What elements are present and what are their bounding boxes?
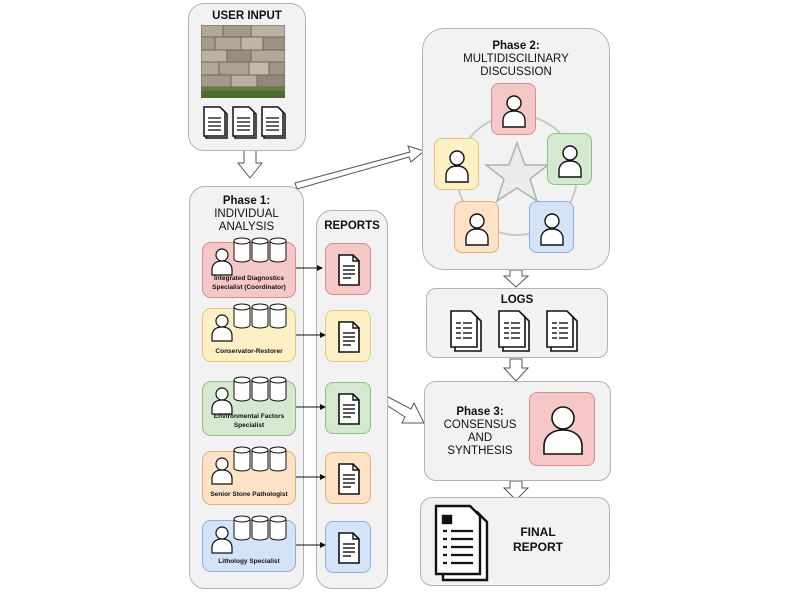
person-icon (502, 95, 526, 128)
report-card (325, 310, 371, 362)
stone-wall-image (201, 25, 285, 98)
phase3-title: Phase 3: CONSENSUS AND SYNTHESIS (443, 406, 517, 457)
database-icon (233, 515, 287, 541)
phase2-title: Phase 2: MULTIDISCILINARY DISCUSSION (463, 40, 569, 78)
discussion-agent-card (547, 133, 592, 185)
person-icon (445, 150, 469, 183)
document-icon (338, 532, 360, 564)
database-icon (233, 303, 287, 329)
person-icon (211, 387, 233, 415)
document-icon (338, 463, 360, 495)
person-icon (211, 314, 233, 342)
document-icon (338, 393, 360, 425)
phase3-panel: Phase 3: CONSENSUS AND SYNTHESIS (424, 381, 611, 481)
final-report-panel: FINAL REPORT (420, 497, 610, 586)
arrow-input-to-phase1 (236, 149, 264, 179)
database-icon (233, 237, 287, 263)
discussion-agent-card (434, 138, 479, 190)
role-card: Conservator-Restorer (202, 303, 296, 362)
role-label: Senior Stone Pathologist (210, 491, 288, 498)
role-label: Environmental Factors Specialist (213, 413, 285, 429)
report-card (325, 452, 371, 504)
arrow-phase3-to-final (502, 480, 530, 501)
role-label: Integrated Diagnostics Specialist (Coord… (212, 275, 286, 291)
arrow-logs-to-phase3 (502, 358, 530, 382)
person-icon (543, 406, 583, 455)
role-label: Lithology Specialist (218, 558, 280, 565)
logs-title: LOGS (500, 294, 534, 306)
arrow-phase2-to-logs (502, 269, 530, 288)
user-input-title: USER INPUT (212, 10, 282, 22)
document-icon (338, 254, 360, 286)
role-card: Senior Stone Pathologist (202, 446, 296, 505)
person-icon (558, 145, 582, 178)
discussion-agent-card (529, 201, 574, 253)
person-icon (211, 457, 233, 485)
phase1-title: Phase 1: INDIVIDUAL ANALYSIS (214, 195, 279, 233)
reports-title: REPORTS (324, 220, 380, 232)
arrow-reports-to-phase3 (384, 396, 425, 424)
role-card: Environmental Factors Specialist (202, 376, 296, 436)
role-label: Conservator-Restorer (215, 348, 283, 355)
coordinator-agent-card (529, 392, 595, 466)
report-card (325, 521, 371, 573)
final-report-title: FINAL REPORT (512, 525, 563, 554)
person-icon (540, 213, 564, 246)
discussion-agent-card (491, 83, 536, 135)
person-icon (211, 526, 233, 554)
final-report-documents-icon (434, 504, 489, 582)
report-card (325, 243, 371, 295)
person-icon (465, 213, 489, 246)
document-icon (338, 321, 360, 353)
user-input-panel: USER INPUT (188, 3, 306, 151)
discussion-agent-card (454, 201, 499, 253)
arrow-phase1-to-phase2 (294, 145, 426, 190)
logs-panel: LOGS (426, 288, 608, 358)
input-documents-icon (203, 106, 286, 139)
star-icon (483, 140, 551, 203)
database-icon (233, 446, 287, 472)
report-card (325, 382, 371, 434)
logs-documents-icon (450, 310, 578, 352)
role-card: Integrated Diagnostics Specialist (Coord… (202, 237, 296, 298)
database-icon (233, 376, 287, 402)
person-icon (211, 248, 233, 276)
role-card: Lithology Specialist (202, 515, 296, 572)
